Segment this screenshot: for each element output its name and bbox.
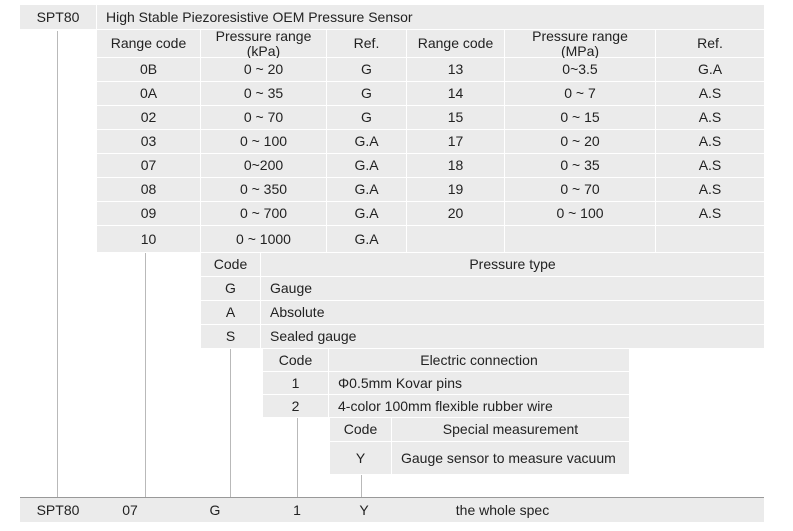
electric-header-code: Code — [263, 349, 328, 371]
range-cell-code: 03 — [97, 130, 200, 153]
range-cell-range2: 0 ~ 100 — [505, 202, 655, 225]
electric-code: 1 — [263, 372, 328, 394]
col-header-pressure-range-kpa: Pressure range (kPa) — [201, 29, 326, 58]
range-cell-range2: 0 ~ 20 — [505, 130, 655, 153]
col-header-ref: Ref. — [327, 30, 406, 57]
range-cell-code2: 14 — [407, 82, 504, 105]
range-cell-ref: G — [327, 82, 406, 105]
range-cell-ref2: A.S — [656, 178, 764, 201]
header-title-cell: High Stable Piezoresistive OEM Pressure … — [97, 5, 764, 29]
range-cell-code: 08 — [97, 178, 200, 201]
range-cell-ref: G.A — [327, 154, 406, 177]
connector-line-special — [361, 475, 362, 497]
range-cell-ref2: A.S — [656, 154, 764, 177]
range-cell-ref2: A.S — [656, 130, 764, 153]
connector-line-type — [230, 349, 231, 497]
header-model: SPT80 — [36, 8, 80, 25]
range-cell-range2: 0 ~ 15 — [505, 106, 655, 129]
range-cell-ref: G.A — [327, 178, 406, 201]
range-cell-code: 02 — [97, 106, 200, 129]
col-header-pressure-range-mpa: Pressure range (MPa) — [505, 29, 655, 58]
pressure-type-code: S — [201, 325, 260, 348]
page-title: High Stable Piezoresistive OEM Pressure … — [106, 8, 413, 25]
example-range: 07 — [122, 501, 138, 518]
range-cell-code: 10 — [97, 226, 200, 252]
range-cell-ref2: A.S — [656, 82, 764, 105]
range-cell-range2: 0 ~ 70 — [505, 178, 655, 201]
range-cell-code: 0B — [97, 58, 200, 81]
range-cell-range: 0 ~ 700 — [201, 202, 326, 225]
pressure-type-header-label: Pressure type — [261, 253, 764, 276]
range-cell-range: 0 ~ 20 — [201, 58, 326, 81]
pressure-type-code: A — [201, 301, 260, 324]
range-cell-range: 0 ~ 35 — [201, 82, 326, 105]
range-cell-range: 0 ~ 1000 — [201, 226, 326, 252]
range-cell-range2: 0~3.5 — [505, 58, 655, 81]
pressure-type-code: G — [201, 277, 260, 300]
range-cell-code: 09 — [97, 202, 200, 225]
example-label: the whole spec — [455, 501, 550, 518]
range-cell-ref: G.A — [327, 202, 406, 225]
range-cell-ref: G.A — [327, 130, 406, 153]
special-header-code: Code — [330, 418, 391, 441]
range-cell-range: 0~200 — [201, 154, 326, 177]
range-cell-ref: G.A — [327, 226, 406, 252]
range-cell-empty — [407, 226, 504, 252]
range-cell-range: 0 ~ 350 — [201, 178, 326, 201]
special-header-label: Special measurement — [392, 418, 629, 441]
range-cell-ref2: A.S — [656, 202, 764, 225]
electric-label: 4-color 100mm flexible rubber wire — [329, 395, 629, 417]
range-cell-code2: 17 — [407, 130, 504, 153]
range-cell-empty — [505, 226, 655, 252]
range-cell-empty — [656, 226, 764, 252]
range-cell-code2: 13 — [407, 58, 504, 81]
electric-header-label: Electric connection — [329, 349, 629, 371]
example-divider — [20, 497, 764, 498]
range-cell-code: 0A — [97, 82, 200, 105]
range-cell-range2: 0 ~ 35 — [505, 154, 655, 177]
special-label: Gauge sensor to measure vacuum — [392, 442, 629, 474]
pressure-type-label: Absolute — [261, 301, 764, 324]
range-cell-ref: G — [327, 58, 406, 81]
example-row-bg — [20, 498, 764, 522]
pressure-type-label: Sealed gauge — [261, 325, 764, 348]
connector-line-model — [57, 31, 58, 497]
range-cell-code2: 15 — [407, 106, 504, 129]
col-header-range-code-2: Range code — [407, 30, 504, 57]
col-header-ref-2: Ref. — [656, 30, 764, 57]
header-model-cell: SPT80 — [20, 5, 96, 29]
range-cell-code2: 18 — [407, 154, 504, 177]
pressure-type-label: Gauge — [261, 277, 764, 300]
range-cell-ref: G — [327, 106, 406, 129]
special-code: Y — [330, 442, 391, 474]
range-cell-code2: 20 — [407, 202, 504, 225]
range-cell-range2: 0 ~ 7 — [505, 82, 655, 105]
example-connection: 1 — [293, 501, 301, 518]
range-cell-range: 0 ~ 100 — [201, 130, 326, 153]
range-cell-code2: 19 — [407, 178, 504, 201]
pressure-type-header-code: Code — [201, 253, 260, 276]
col-header-range-code: Range code — [97, 30, 200, 57]
range-cell-ref2: A.S — [656, 106, 764, 129]
example-model: SPT80 — [36, 501, 80, 518]
range-cell-code: 07 — [97, 154, 200, 177]
electric-code: 2 — [263, 395, 328, 417]
example-special: Y — [359, 501, 369, 518]
range-cell-ref2: G.A — [656, 58, 764, 81]
electric-label: Φ0.5mm Kovar pins — [329, 372, 629, 394]
example-type: G — [209, 501, 221, 518]
connector-line-connection — [297, 418, 298, 497]
range-cell-range: 0 ~ 70 — [201, 106, 326, 129]
connector-line-range — [145, 253, 146, 497]
